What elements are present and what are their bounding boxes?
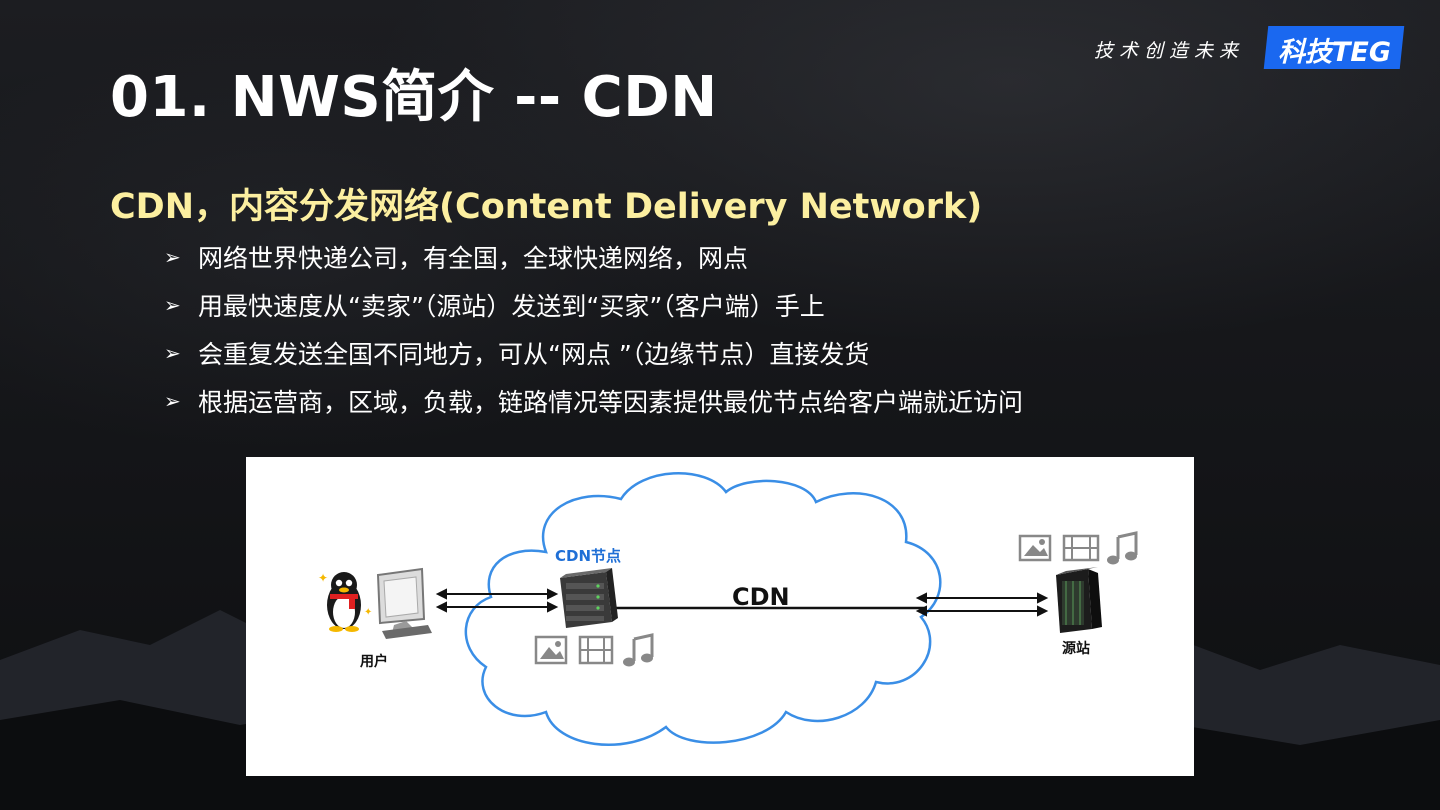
monitor-icon bbox=[378, 569, 432, 639]
server-rack-icon bbox=[1056, 567, 1102, 633]
cdn-node-label: CDN节点 bbox=[555, 545, 621, 566]
music-icon bbox=[1107, 533, 1137, 565]
arrow-bullet-icon: ➢ bbox=[164, 341, 198, 365]
svg-text:✦: ✦ bbox=[364, 607, 372, 618]
page-title: 01. NWS简介 -- CDN bbox=[110, 52, 718, 133]
bullet-item: ➢ 网络世界快递公司，有全国，全球快递网络，网点 bbox=[164, 233, 1023, 281]
slogan: 技术创造未来 bbox=[1094, 36, 1244, 63]
bullet-text: 网络世界快递公司，有全国，全球快递网络，网点 bbox=[198, 239, 748, 275]
origin-label: 源站 bbox=[1062, 638, 1090, 658]
logo-text: 科技TEG bbox=[1278, 30, 1391, 69]
cdn-label: CDN bbox=[732, 583, 790, 611]
arrow-bullet-icon: ➢ bbox=[164, 293, 198, 317]
image-icon bbox=[1020, 536, 1050, 560]
arrow-bullet-icon: ➢ bbox=[164, 389, 198, 413]
bullet-text: 用最快速度从“卖家”（源站）发送到“买家”（客户端）手上 bbox=[198, 287, 825, 323]
bullet-list: ➢ 网络世界快递公司，有全国，全球快递网络，网点 ➢ 用最快速度从“卖家”（源站… bbox=[164, 233, 1023, 425]
cdn-diagram: ✦ ✦ bbox=[246, 457, 1194, 776]
server-icon bbox=[560, 568, 618, 628]
penguin-icon: ✦ ✦ bbox=[318, 571, 372, 632]
arrow-bullet-icon: ➢ bbox=[164, 245, 198, 269]
bullet-text: 根据运营商，区域，负载，链路情况等因素提供最优节点给客户端就近访问 bbox=[198, 383, 1023, 419]
film-icon bbox=[1064, 536, 1098, 560]
user-label: 用户 bbox=[360, 651, 388, 671]
bullet-item: ➢ 根据运营商，区域，负载，链路情况等因素提供最优节点给客户端就近访问 bbox=[164, 377, 1023, 425]
bullet-text: 会重复发送全国不同地方，可从“网点 ”（边缘节点）直接发货 bbox=[198, 335, 869, 371]
bullet-item: ➢ 用最快速度从“卖家”（源站）发送到“买家”（客户端）手上 bbox=[164, 281, 1023, 329]
svg-text:✦: ✦ bbox=[318, 571, 328, 585]
bullet-item: ➢ 会重复发送全国不同地方，可从“网点 ”（边缘节点）直接发货 bbox=[164, 329, 1023, 377]
subtitle: CDN，内容分发网络(Content Delivery Network) bbox=[110, 178, 982, 229]
cdn-origin-arrows bbox=[918, 594, 1046, 615]
